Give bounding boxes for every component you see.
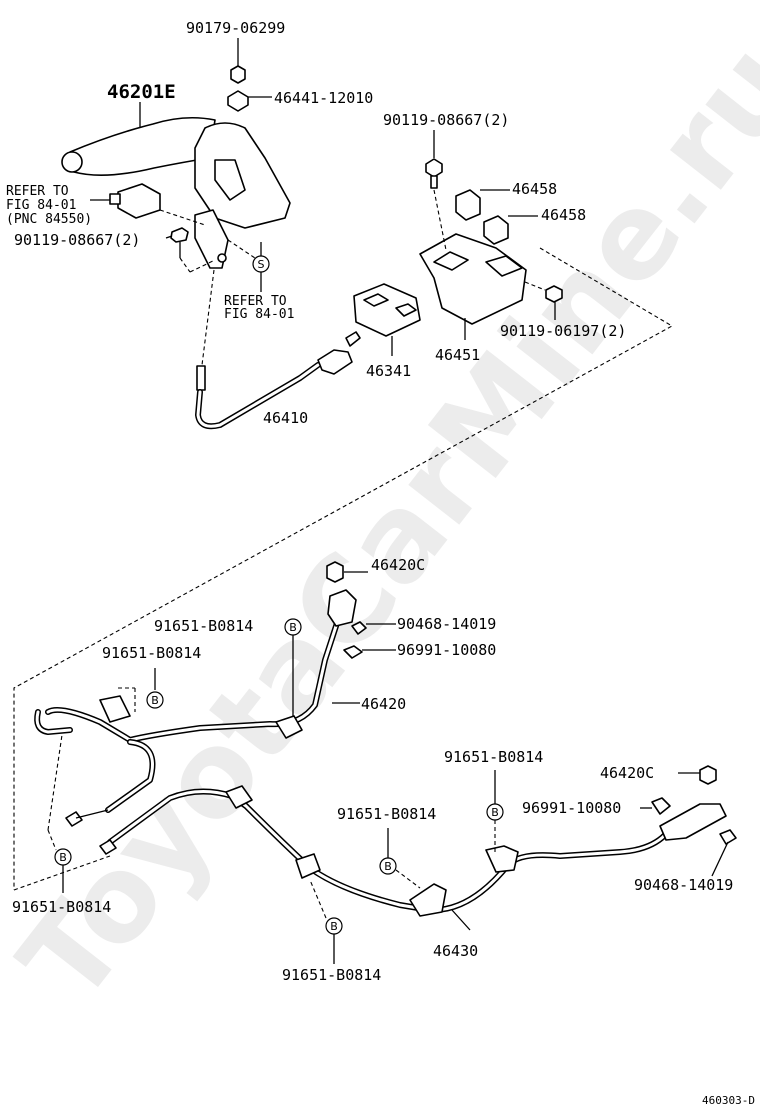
label-46458-a: 46458 — [512, 180, 557, 198]
cushion-46458-a — [455, 189, 510, 221]
label-refer-to: REFER TO — [6, 184, 69, 199]
label-fig-84-01-a: FIG 84-01 — [6, 198, 76, 213]
bolt-90119-06197 — [524, 281, 563, 320]
cable-end-46420C-right — [678, 765, 717, 785]
cable-end-46420C-top — [326, 561, 368, 583]
label-fig-84-01-b: FIG 84-01 — [224, 307, 294, 322]
clip-90468-14019-top — [351, 621, 396, 635]
marker-s: S — [227, 239, 270, 292]
marker-b-4-text: B — [384, 860, 392, 873]
label-90468-14019-right: 90468-14019 — [634, 876, 733, 894]
marker-s-text: S — [258, 258, 265, 271]
label-46458-b: 46458 — [541, 206, 586, 224]
marker-b-6: B — [309, 879, 343, 964]
label-90119-06197: 90119-06197(2) — [500, 322, 626, 340]
clip-96991-10080-top — [343, 645, 396, 659]
label-96991-10080-top: 96991-10080 — [397, 641, 496, 659]
front-cable-46410 — [195, 269, 361, 430]
label-46201E: 46201E — [107, 81, 176, 103]
label-refer-to-2: REFER TO — [224, 294, 287, 309]
label-91651-B0814-4: 91651-B0814 — [337, 805, 436, 823]
marker-b-2-text: B — [151, 694, 159, 707]
marker-b-1: B — [284, 618, 302, 716]
label-46420C-top: 46420C — [371, 556, 425, 574]
brake-switch — [90, 183, 206, 226]
marker-b-3: B — [486, 770, 504, 852]
label-90119-08667-left: 90119-08667(2) — [14, 231, 140, 249]
label-46410: 46410 — [263, 409, 308, 427]
marker-b-4: B — [379, 828, 421, 889]
clip-96991-10080-right — [640, 797, 671, 815]
label-46341: 46341 — [366, 362, 411, 380]
marker-b-3-text: B — [491, 806, 499, 819]
nut-90179-06299 — [230, 38, 246, 84]
label-96991-10080-right: 96991-10080 — [522, 799, 621, 817]
figure-code: 460303-D — [702, 1094, 755, 1107]
parking-brake-lever-46201E — [61, 102, 291, 269]
label-46430: 46430 — [433, 942, 478, 960]
label-91651-B0814-6: 91651-B0814 — [282, 966, 381, 984]
label-46420C-right: 46420C — [600, 764, 654, 782]
label-91651-B0814-5: 91651-B0814 — [12, 898, 111, 916]
label-pnc-84550: (PNC 84550) — [6, 212, 92, 227]
label-91651-B0814-1: 91651-B0814 — [154, 617, 253, 635]
bolt-90119-08667-left — [165, 227, 216, 273]
label-46451: 46451 — [435, 346, 480, 364]
rear-cable-46430 — [99, 785, 727, 931]
label-90468-14019-top: 90468-14019 — [397, 615, 496, 633]
label-46441-12010: 46441-12010 — [274, 89, 373, 107]
label-90119-08667-top: 90119-08667(2) — [383, 111, 509, 129]
label-46420: 46420 — [361, 695, 406, 713]
marker-b-5: B — [47, 734, 72, 893]
marker-b-6-text: B — [330, 920, 338, 933]
marker-b-5-text: B — [59, 851, 67, 864]
cushion-46458-b — [483, 215, 538, 245]
label-91651-B0814-2: 91651-B0814 — [102, 644, 201, 662]
washer-46441-12010 — [227, 90, 272, 112]
rear-cable-46420 — [34, 589, 360, 827]
label-91651-B0814-3: 91651-B0814 — [444, 748, 543, 766]
marker-b-1-text: B — [289, 621, 297, 634]
cable-guide-46341 — [353, 283, 421, 356]
bolt-90119-08667-top — [425, 130, 447, 251]
marker-b-2: B — [118, 668, 164, 712]
label-90179-06299: 90179-06299 — [186, 19, 285, 37]
clip-90468-14019-right — [711, 829, 737, 877]
bracket-46451 — [419, 233, 527, 340]
region-dashed-outline — [13, 247, 674, 890]
